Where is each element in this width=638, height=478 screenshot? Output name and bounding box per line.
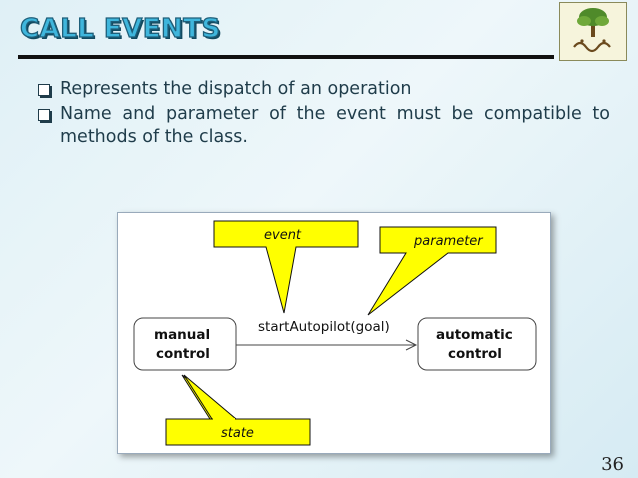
checkbox-bullet-icon — [38, 84, 50, 96]
logo — [559, 2, 627, 61]
bullet-text: Name and parameter of the event must be … — [60, 104, 610, 147]
bullet-list: Represents the dispatch of an operation … — [38, 78, 610, 151]
source-state-line1: manual — [154, 327, 210, 343]
checkbox-bullet-icon — [38, 109, 50, 121]
parameter-callout-label: parameter — [413, 234, 484, 249]
target-state-line1: automatic — [436, 327, 513, 343]
manual-control-state — [133, 317, 237, 371]
state-callout-label: state — [221, 426, 254, 441]
source-state-line2: control — [156, 346, 210, 362]
arrowhead-icon — [405, 339, 418, 351]
state-diagram: event parameter state manual control aut… — [117, 212, 551, 454]
bullet-item: Represents the dispatch of an operation — [38, 78, 610, 101]
automatic-control-state — [417, 317, 537, 371]
state-callout-box — [165, 418, 311, 446]
bullet-item: Name and parameter of the event must be … — [38, 103, 610, 149]
slide-title: CALL EVENTS — [19, 13, 221, 44]
title-divider — [18, 55, 554, 59]
state-callout-pointer — [183, 374, 238, 420]
page-number: 36 — [601, 454, 624, 475]
parameter-callout — [367, 226, 497, 316]
event-callout — [213, 220, 359, 314]
target-state-line2: control — [448, 346, 502, 362]
event-callout-label: event — [264, 228, 302, 243]
bullet-text: Represents the dispatch of an operation — [60, 79, 412, 99]
tree-logo-icon — [573, 8, 611, 53]
transition-label: startAutopilot(goal) — [258, 319, 390, 335]
